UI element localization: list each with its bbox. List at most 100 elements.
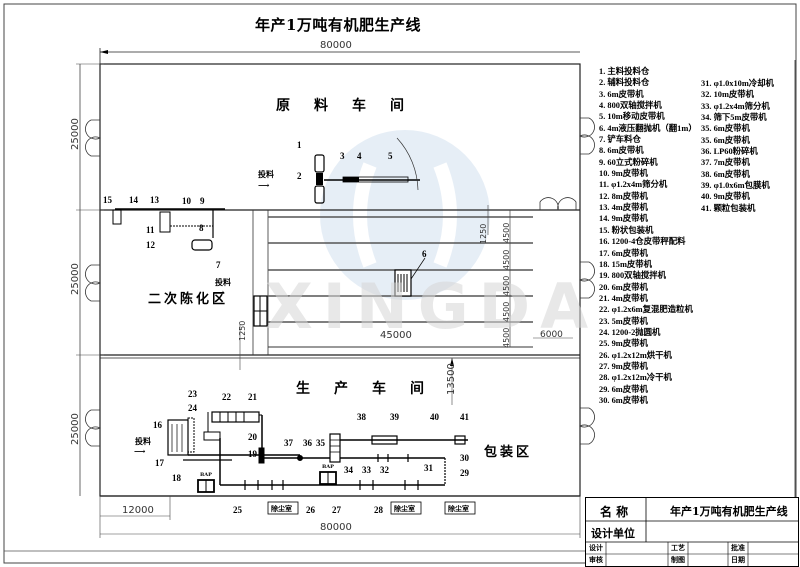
callout-39: 39 [390,412,399,422]
callout-9: 9 [200,196,205,206]
legend-item: 8. 6m皮带机 [599,146,644,156]
legend-item: 15. 粉状包装机 [599,225,654,235]
dim-left-section-2: 25000 [70,263,81,295]
title-block-unit-label: 设计单位 [591,527,635,540]
callout-41: 41 [460,412,469,422]
callout-8: 8 [199,223,204,233]
legend-item: 17. 6m皮带机 [599,248,648,258]
legend-item: 4. 800双轴搅拌机 [599,101,662,111]
dim-row-spacing-4: 4500 [502,301,511,322]
callout-14: 14 [129,195,138,205]
callout-13: 13 [150,195,159,205]
dim-row-spacing-2: 4500 [502,249,511,270]
legend-item: 18. 15m皮带机 [599,259,653,269]
title-block-name-label: 名 称 [600,505,629,519]
equipment-legend-col1: 1. 主料投料仓 2. 辅料投料仓 3. 6m皮带机 4. 800双轴搅拌机 5… [599,66,697,406]
legend-item: 14. 9m皮带机 [599,214,648,224]
dust-unit-label-2: BAP [322,464,334,470]
callout-23: 23 [188,389,197,399]
legend-item: 7. 铲车料仓 [599,135,641,145]
title-block-approve-label: 批准 [731,543,745,552]
callout-32: 32 [380,465,389,475]
callout-10: 10 [182,196,191,206]
dim-row-spacing-3: 4500 [502,275,511,296]
dust-unit-label-1: BAP [200,472,212,478]
callout-33: 33 [362,465,371,475]
callout-35: 35 [316,438,325,448]
drawing-title: 年产1万吨有机肥生产线 [255,16,421,34]
callout-6: 6 [422,249,427,259]
legend-item: 12. 8m皮带机 [599,191,648,201]
callout-30: 30 [460,453,469,463]
dim-bottom-width: 80000 [320,522,352,533]
zone-raw-material: 原料车间 [276,98,428,114]
legend-item: 20. 6m皮带机 [599,282,648,292]
zone-secondary-aging: 二次陈化区 [148,292,229,307]
callout-3: 3 [340,151,345,161]
legend-item: 39. φ1.0x6m包膜机 [701,181,770,191]
legend-item: 9. 60立式粉碎机 [599,157,658,167]
legend-item: 35. 6m皮带机 [701,135,750,145]
callout-31: 31 [424,463,433,473]
feed-arrow-icon: ⟶ [134,446,146,456]
watermark-logo-icon [320,130,490,300]
callout-15: 15 [103,195,112,205]
dim-gap-1250-top: 1250 [479,223,488,244]
callout-20: 20 [248,432,257,442]
callout-27: 27 [332,505,341,515]
title-block-design-label: 设计 [589,543,603,552]
dust-room-2: 除尘室 [394,504,415,513]
callout-2: 2 [297,171,302,181]
legend-item: 40. 9m皮带机 [701,192,750,202]
zone-packaging: 包装区 [484,445,533,460]
callout-21: 21 [248,392,257,402]
legend-item: 10. 9m皮带机 [599,169,648,179]
callout-4: 4 [357,151,362,161]
dim-top-width: 80000 [320,40,352,51]
title-block-name-value: 年产1万吨有机肥生产线 [670,505,788,518]
legend-item: 33. φ1.2x4m筛分机 [701,101,770,111]
legend-item: 21. 4m皮带机 [599,293,648,303]
legend-item: 27. 9m皮带机 [599,361,648,371]
callout-19: 19 [248,449,257,459]
dim-left-section-1: 25000 [70,118,81,150]
feed-arrow-icon: ⟶ [258,180,270,190]
watermark-text: XINGDA [265,270,599,343]
dim-left-section-3: 25000 [70,413,81,445]
equipment-legend-col2: 31. φ1.0x10m冷却机 32. 10m皮带机 33. φ1.2x4m筛分… [701,78,774,214]
callout-7: 7 [216,260,221,270]
legend-item: 2. 辅料投料仓 [599,78,650,88]
dim-width-6000: 6000 [540,330,563,340]
door-icon [85,119,101,447]
legend-item: 29. 6m皮带机 [599,384,648,394]
legend-item: 34. 筛下5m皮带机 [701,113,767,123]
legend-item: 1. 主料投料仓 [599,67,650,76]
legend-item: 24. 1200-2抛圆机 [599,327,661,337]
legend-item: 38. 6m皮带机 [701,169,750,179]
feed-label-production: 投料 [135,436,151,446]
legend-item: 37. 7m皮带机 [701,158,750,168]
callout-26: 26 [306,505,315,515]
callout-29: 29 [460,468,469,478]
dim-row-spacing-5: 4500 [502,327,511,348]
zone-production: 生产车间 [296,381,448,397]
title-block: 名 称 年产1万吨有机肥生产线 设计单位 设计 工艺 批准 审核 制图 日期 [585,497,799,567]
legend-item: 11. φ1.2x4m筛分机 [599,180,668,190]
title-block-review-label: 审核 [589,555,603,564]
legend-item: 31. φ1.0x10m冷却机 [701,79,774,88]
legend-item: 32. 10m皮带机 [701,90,755,100]
dust-room-3: 除尘室 [448,504,469,513]
callout-37: 37 [284,438,293,448]
callout-5: 5 [388,151,393,161]
legend-item: 36. LP60粉碎机 [701,147,758,157]
legend-item: 25. 9m皮带机 [599,339,648,349]
legend-item: 5. 10m移动皮带机 [599,112,665,122]
feed-label-raw: 投料 [258,169,274,179]
legend-item: 22. φ1.2x6m复混肥造粒机 [599,305,693,315]
dim-length-45000: 45000 [380,330,412,341]
legend-item: 19. 800双轴搅拌机 [599,271,666,281]
feed-label-aging: 投料 [215,277,231,287]
callout-28: 28 [374,505,383,515]
